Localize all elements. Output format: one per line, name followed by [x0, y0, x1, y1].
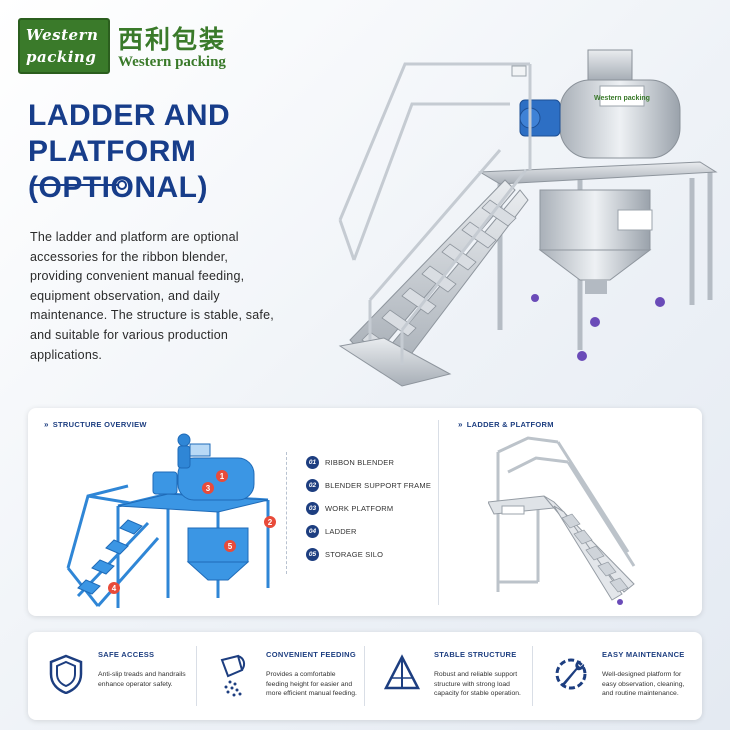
brand-badge: Western packing	[18, 18, 110, 74]
legend-label: BLENDER SUPPORT FRAME	[325, 481, 432, 490]
legend-item: 03 WORK PLATFORM	[306, 502, 436, 515]
chevron-right-icon: »	[458, 420, 463, 429]
callout-4: 4	[112, 584, 117, 593]
page-title-line1: LADDER AND PLATFORM	[28, 99, 231, 168]
callout-3: 3	[206, 484, 211, 493]
brand-logo: Western packing 西利包装 Western packing	[18, 18, 240, 74]
legend-number: 04	[306, 525, 319, 538]
feature-title: SAFE ACCESS	[98, 650, 155, 659]
brand-badge-line1: Western	[26, 26, 99, 44]
feature-title: STABLE STRUCTURE	[434, 650, 517, 659]
panel-divider	[438, 420, 439, 605]
legend-label: STORAGE SILO	[325, 550, 384, 559]
feature-desc: Anti-slip treads and handrails enhance o…	[98, 671, 186, 688]
brand-name-en: Western packing	[118, 54, 226, 70]
legend-item: 04 LADDER	[306, 525, 436, 538]
feature-desc: Provides a comfortable feeding height fo…	[266, 671, 357, 697]
legend-number: 02	[306, 479, 319, 492]
legend-divider	[286, 452, 287, 574]
legend-label: RIBBON BLENDER	[325, 458, 395, 467]
structure-title-text: STRUCTURE OVERVIEW	[52, 420, 147, 429]
intro-paragraph: The ladder and platform are optional acc…	[30, 230, 274, 362]
brand-name-cn: 西利包装	[118, 25, 227, 54]
ladder-platform-title: »LADDER & PLATFORM	[458, 420, 554, 429]
pyramid-icon	[384, 654, 420, 690]
legend-number: 03	[306, 502, 319, 515]
features-bar: SAFE ACCESS Anti-slip treads and handrai…	[28, 632, 702, 720]
callout-2: 2	[268, 518, 273, 527]
machine-label: Western packing	[594, 95, 650, 102]
legend-item: 02 BLENDER SUPPORT FRAME	[306, 479, 436, 492]
brand-badge-line2: packing	[26, 48, 97, 66]
hero-machine-illustration: Western packing	[338, 49, 718, 387]
feature-title: EASY MAINTENANCE	[602, 650, 685, 659]
feature-title: CONVENIENT FEEDING	[266, 650, 356, 659]
pouring-bucket-icon	[220, 654, 246, 697]
feature-card: SAFE ACCESS Anti-slip treads and handrai…	[28, 632, 196, 720]
feature-desc: Well-designed platform for easy observat…	[602, 671, 685, 697]
legend-number: 01	[306, 456, 319, 469]
feature-card: CONVENIENT FEEDING Provides a comfortabl…	[196, 632, 364, 720]
callout-5: 5	[228, 542, 233, 551]
legend-label: WORK PLATFORM	[325, 504, 394, 513]
wrench-gear-icon	[555, 658, 587, 690]
ladder-platform-title-text: LADDER & PLATFORM	[466, 420, 554, 429]
callout-1: 1	[220, 472, 225, 481]
legend-label: LADDER	[325, 527, 357, 536]
legend-number: 05	[306, 548, 319, 561]
structure-title: »STRUCTURE OVERVIEW	[44, 420, 147, 429]
legend-item: 01 RIBBON BLENDER	[306, 456, 436, 469]
parts-legend: 01 RIBBON BLENDER 02 BLENDER SUPPORT FRA…	[306, 456, 436, 571]
structure-diagram: 1 2 3 4 5	[66, 433, 276, 608]
legend-item: 05 STORAGE SILO	[306, 548, 436, 561]
title-underline	[30, 184, 122, 186]
shield-icon	[49, 654, 83, 694]
feature-desc: Robust and reliable support structure wi…	[434, 671, 521, 697]
ladder-platform-illustration	[488, 436, 636, 605]
feature-card: STABLE STRUCTURE Robust and reliable sup…	[364, 632, 532, 720]
title-underline-dot	[117, 180, 127, 190]
page-title: LADDER AND PLATFORM (OPTIONAL)	[28, 98, 388, 206]
structure-panel: »STRUCTURE OVERVIEW	[28, 408, 702, 616]
feature-card: EASY MAINTENANCE Well-designed platform …	[532, 632, 700, 720]
chevron-right-icon: »	[44, 420, 49, 429]
